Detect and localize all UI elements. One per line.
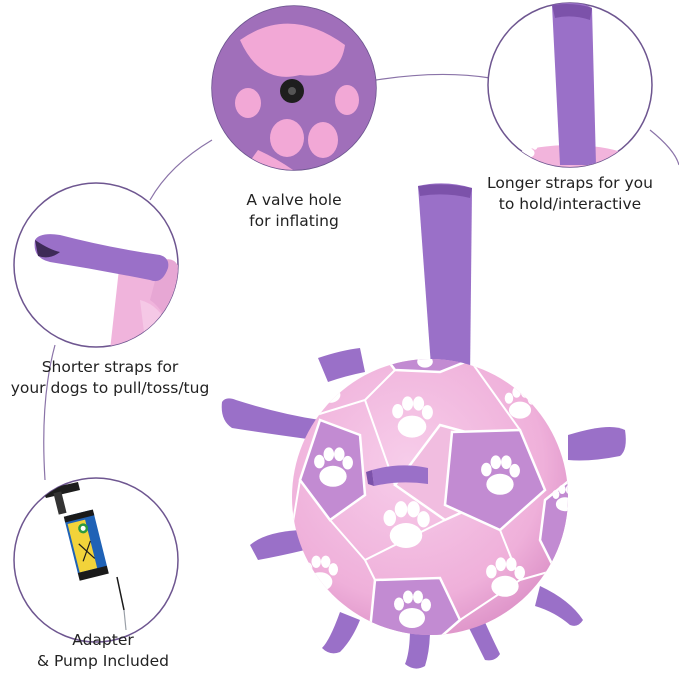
valve-caption: A valve hole for inflating <box>224 190 364 232</box>
long-straps-caption-line1: Longer straps for you <box>487 174 653 192</box>
soccer-ball-toy <box>221 183 626 669</box>
short-straps-caption: Shorter straps for your dogs to pull/tos… <box>5 357 215 399</box>
valve-caption-line1: A valve hole <box>246 191 342 209</box>
valve-caption-line2: for inflating <box>249 212 339 230</box>
pump-caption: Adapter & Pump Included <box>28 630 178 672</box>
connector-lines <box>43 73 679 481</box>
short-strap-right <box>568 426 626 461</box>
short-strap-closeup <box>13 182 179 348</box>
pump-closeup <box>13 477 179 643</box>
short-straps-caption-line2: your dogs to pull/toss/tug <box>10 379 210 397</box>
long-straps-caption-line2: to hold/interactive <box>498 195 642 213</box>
short-straps-caption-line1: Shorter straps for <box>41 358 179 376</box>
short-strap-left <box>221 398 320 440</box>
pump-caption-line2: & Pump Included <box>36 652 170 670</box>
long-strap-top <box>418 183 472 380</box>
pump-icon <box>42 482 127 631</box>
long-straps-caption: Longer straps for you to hold/interactiv… <box>480 173 660 215</box>
valve-hole-closeup <box>211 5 377 171</box>
pump-caption-line1: Adapter <box>72 631 134 649</box>
